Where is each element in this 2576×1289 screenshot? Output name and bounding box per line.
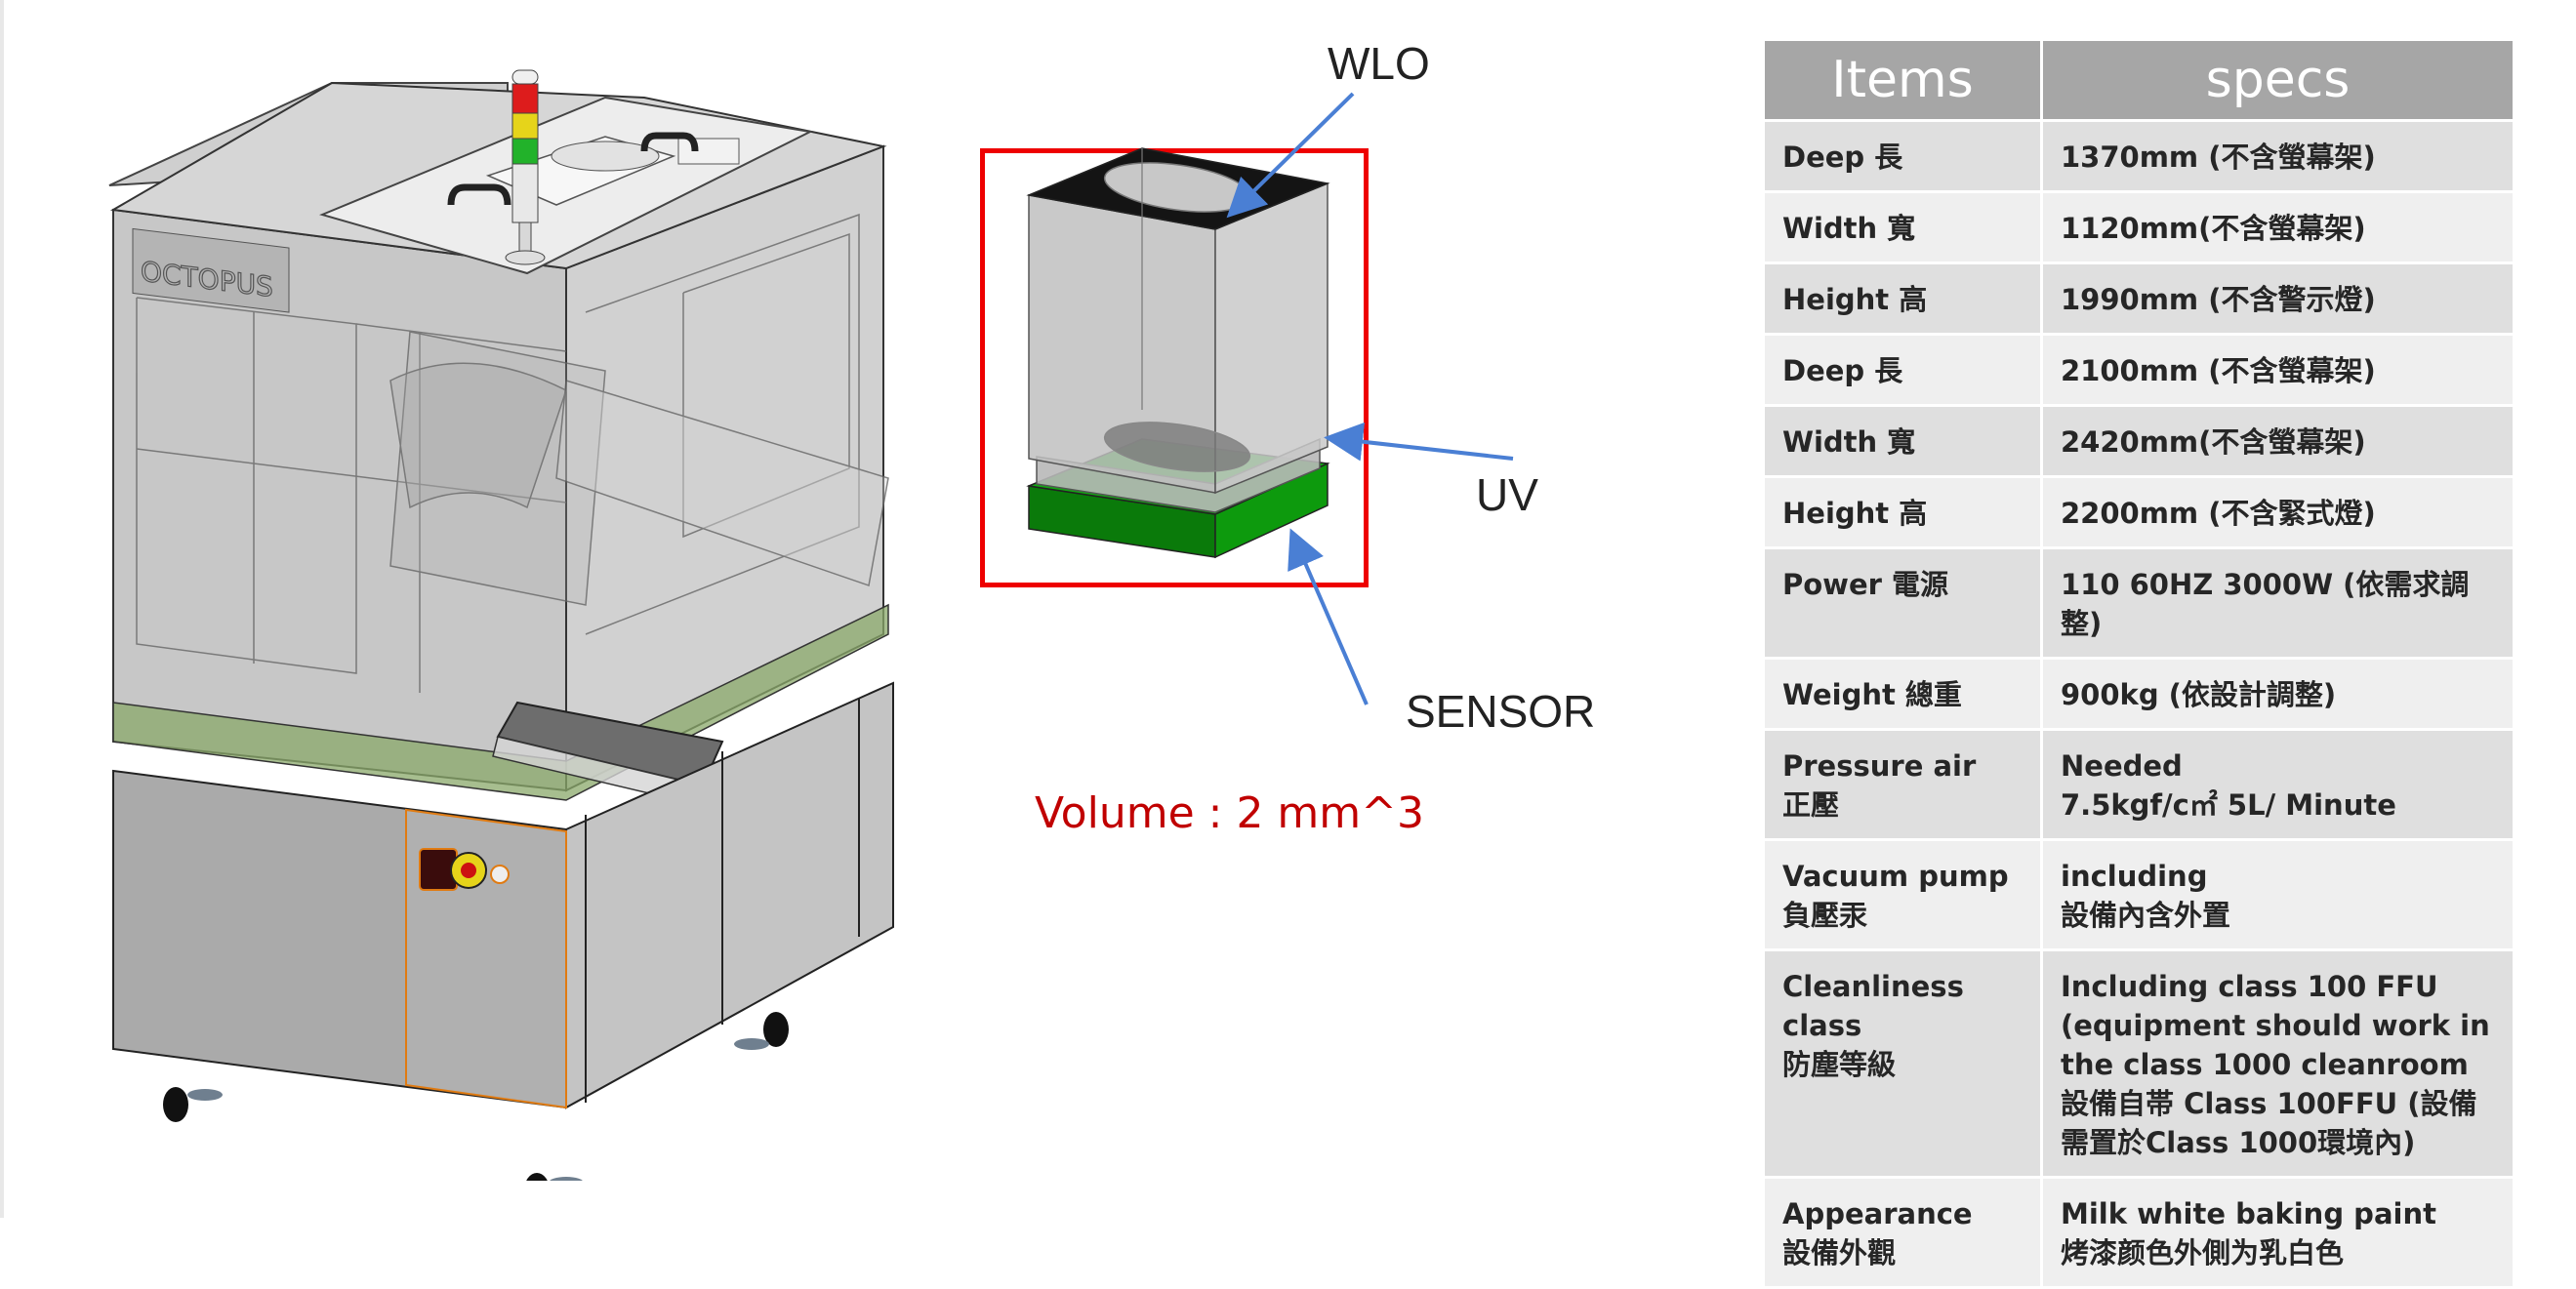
module-drawing bbox=[1026, 92, 1514, 705]
spec-cell: 110 60HZ 3000W (依需求調整) bbox=[2043, 549, 2513, 657]
sensor-arrow bbox=[1288, 528, 1369, 705]
indicator-lamp bbox=[490, 865, 510, 884]
item-cell: Power 電源 bbox=[1765, 549, 2040, 657]
item-cell: Weight 總重 bbox=[1765, 660, 2040, 728]
item-cell: Height 高 bbox=[1765, 478, 2040, 546]
item-cell: Appearance 設備外觀 bbox=[1765, 1179, 2040, 1286]
item-cell: Width 寬 bbox=[1765, 407, 2040, 475]
column-header-specs: specs bbox=[2043, 41, 2513, 119]
spec-cell: 2200mm (不含緊式燈) bbox=[2043, 478, 2513, 546]
spec-cell: 1120mm(不含螢幕架) bbox=[2043, 193, 2513, 262]
wlo-arrow bbox=[1226, 92, 1355, 219]
caster-wheel bbox=[526, 1173, 583, 1181]
spec-cell: Milk white baking paint 烤漆颜色外側为乳白色 bbox=[2043, 1179, 2513, 1286]
item-cell: Height 高 bbox=[1765, 264, 2040, 333]
spec-cell: Including class 100 FFU (equipment shoul… bbox=[2043, 951, 2513, 1176]
item-cell: Deep 長 bbox=[1765, 122, 2040, 190]
wlo-label: WLO bbox=[1328, 38, 1430, 89]
item-cell: Vacuum pump 負壓汞 bbox=[1765, 841, 2040, 948]
volume-annotation: Volume : 2 mm^3 bbox=[1035, 788, 1425, 838]
spec-cell: Needed 7.5kgf/c㎡ 5L/ Minute bbox=[2043, 731, 2513, 838]
column-header-items: Items bbox=[1765, 41, 2040, 119]
item-cell: Width 寬 bbox=[1765, 193, 2040, 262]
spec-cell: 2100mm (不含螢幕架) bbox=[2043, 336, 2513, 404]
spec-cell: 1990mm (不含警示燈) bbox=[2043, 264, 2513, 333]
item-cell: Deep 長 bbox=[1765, 336, 2040, 404]
slide-left-border bbox=[0, 0, 4, 1218]
machine-illustration: OCTOPUS bbox=[108, 69, 894, 1181]
table-header-row: Items specs bbox=[1765, 41, 2513, 119]
uv-label: UV bbox=[1476, 469, 1538, 520]
spec-cell: 2420mm(不含螢幕架) bbox=[2043, 407, 2513, 475]
sensor-module-diagram: WLO UV SENSOR bbox=[966, 38, 1669, 839]
item-cell: Cleanliness class 防塵等級 bbox=[1765, 951, 2040, 1176]
caster-wheel bbox=[163, 1087, 223, 1122]
spec-cell: 900kg (依設計調整) bbox=[2043, 660, 2513, 728]
spec-cell: including 設備內含外置 bbox=[2043, 841, 2513, 948]
caster-wheel bbox=[734, 1012, 789, 1050]
tower-light bbox=[505, 69, 546, 265]
spec-cell: 1370mm (不含螢幕架) bbox=[2043, 122, 2513, 190]
cover-handle bbox=[447, 183, 511, 206]
uv-arrow bbox=[1324, 422, 1514, 462]
cover-handle bbox=[640, 132, 699, 152]
sensor-label: SENSOR bbox=[1406, 686, 1596, 737]
highlight-frame bbox=[980, 148, 1369, 587]
item-cell: Pressure air 正壓 bbox=[1765, 731, 2040, 838]
